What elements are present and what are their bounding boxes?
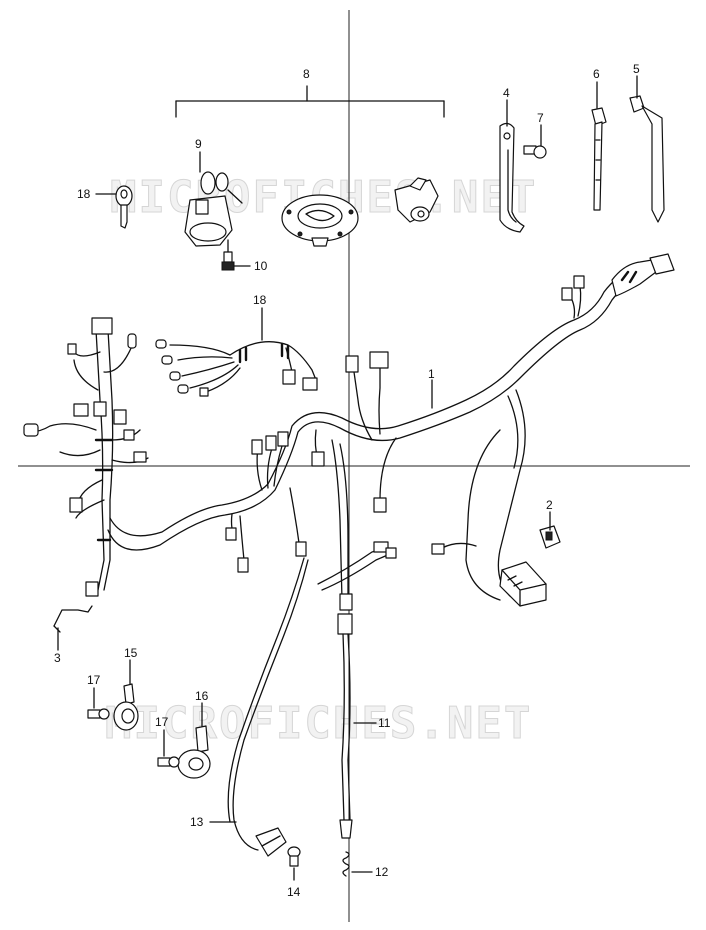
clamp-part-6 — [591, 107, 607, 211]
horn-part-15 — [113, 683, 139, 731]
spring-part-12 — [342, 851, 350, 877]
callout-16: 16 — [195, 689, 209, 703]
callout-15: 15 — [124, 646, 138, 660]
callout-5: 5 — [633, 62, 640, 76]
callout-3: 3 — [54, 651, 61, 665]
callout-12: 12 — [375, 865, 389, 879]
callout-11: 11 — [378, 716, 391, 730]
callout-8: 8 — [303, 67, 310, 81]
clamp-part-3 — [53, 605, 93, 633]
seat-lock-part — [394, 177, 439, 223]
leader-lines — [57, 75, 638, 881]
callout-4: 4 — [503, 86, 510, 100]
callout-7: 7 — [537, 111, 544, 125]
main-wiring-harness-part — [23, 253, 675, 611]
watermark-bottom: MICROFICHES.NET — [105, 698, 532, 749]
callout-2: 2 — [546, 498, 553, 512]
ignition-switch-part — [184, 171, 243, 271]
bolt-part-17b — [157, 756, 180, 768]
bolt-part-17a — [87, 708, 110, 720]
callout-17-right: 17 — [155, 715, 169, 729]
sub-harness-part — [155, 339, 318, 397]
callout-18-key: 18 — [77, 187, 91, 201]
callout-numbers: 1 2 3 4 5 6 7 8 9 10 11 12 13 14 15 16 1… — [54, 62, 640, 899]
lead-wire-part-13 — [227, 557, 309, 857]
key-part — [115, 185, 133, 229]
callout-13: 13 — [190, 815, 204, 829]
lead-wire-part-11 — [337, 613, 353, 839]
callout-14: 14 — [287, 885, 301, 899]
lock-set-bracket — [175, 85, 445, 118]
callout-9: 9 — [195, 137, 202, 151]
fuse-box-part — [499, 561, 547, 607]
callout-6: 6 — [593, 67, 600, 81]
bracket-part — [499, 122, 525, 233]
callout-18-harness: 18 — [253, 293, 267, 307]
callout-17-left: 17 — [87, 673, 101, 687]
screw-part-7 — [523, 145, 547, 159]
clamp-part-5 — [629, 95, 665, 223]
callout-1: 1 — [428, 367, 435, 381]
screw-part-14 — [287, 846, 301, 867]
fuse-part — [539, 525, 561, 549]
fuel-cap-part — [281, 194, 359, 247]
horn-part-16 — [177, 725, 211, 779]
callout-10: 10 — [254, 259, 268, 273]
